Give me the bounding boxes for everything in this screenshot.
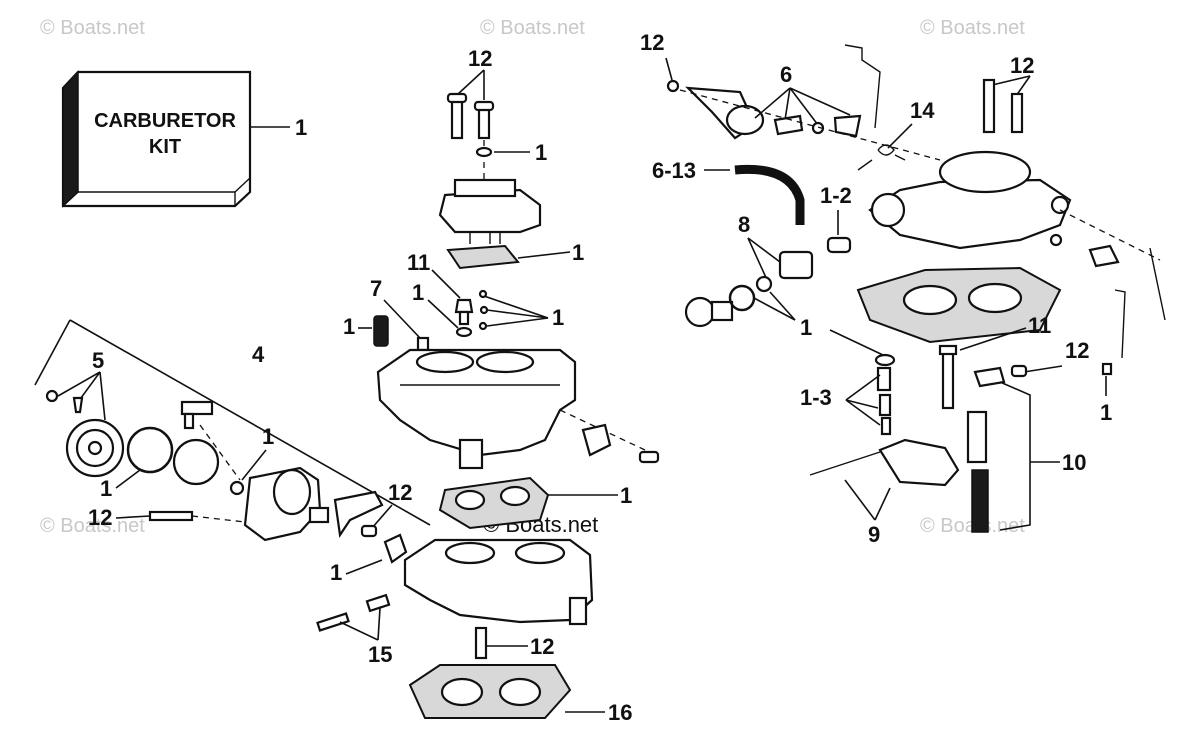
inlet-spring	[826, 236, 852, 254]
kit-label-line2: KIT	[149, 136, 181, 158]
callout-1: 1	[535, 140, 547, 165]
callout-1: 1	[330, 560, 342, 585]
carburetor-main-body	[376, 348, 646, 470]
callout-12: 12	[88, 505, 112, 530]
throttle-body-gasket	[438, 476, 550, 530]
choke-gasket	[126, 426, 174, 474]
callout-4: 4	[252, 342, 265, 367]
callout-1: 1	[412, 280, 424, 305]
throttle-body	[403, 538, 594, 626]
pump-assembly	[966, 410, 989, 533]
callout-9: 9	[868, 522, 880, 547]
choke-lever	[180, 400, 241, 481]
callout-12: 12	[1010, 53, 1034, 78]
callout-12: 12	[530, 634, 554, 659]
watermark: © Boats.net	[40, 17, 145, 39]
callout-1: 1	[100, 476, 112, 501]
fuel-filter	[778, 250, 814, 280]
throttle-lever	[581, 423, 612, 457]
callout-1-3: 1-3	[800, 385, 832, 410]
callout-1: 1	[620, 483, 632, 508]
callout-1: 1	[343, 314, 355, 339]
callout-1: 1	[572, 240, 584, 265]
callout-14: 14	[910, 98, 935, 123]
base-gasket	[408, 664, 572, 719]
carburetor-kit-box: CARBURETOR KIT	[61, 70, 252, 208]
callout-10: 10	[1062, 450, 1086, 475]
choke-housing	[243, 466, 330, 542]
callout-6: 6	[780, 62, 792, 87]
choke-plate	[172, 438, 220, 486]
callout-15: 15	[368, 642, 392, 667]
choke-spring	[857, 144, 906, 171]
callout-1: 1	[262, 424, 274, 449]
callout-7: 7	[370, 276, 382, 301]
callout-12: 12	[1065, 338, 1089, 363]
fuel-inlet-nut	[684, 296, 734, 328]
watermark: © Boats.net	[40, 515, 145, 537]
cover-gasket	[446, 244, 520, 270]
callout-1-2: 1-2	[820, 183, 852, 208]
needle-seat	[454, 298, 474, 326]
callout-11: 11	[1028, 313, 1051, 338]
callout-5: 5	[92, 348, 104, 373]
choke-thermostat-cap	[65, 418, 125, 478]
fast-idle-lever	[333, 490, 384, 539]
base-screw	[474, 626, 488, 660]
callout-8: 8	[738, 212, 750, 237]
pump-spring	[373, 315, 389, 347]
air-horn	[868, 150, 1072, 250]
callout-1: 1	[295, 115, 307, 140]
callout-12: 12	[640, 30, 664, 55]
watermark: © Boats.net	[480, 17, 585, 39]
top-screws	[446, 92, 495, 140]
needle-float	[874, 353, 896, 436]
float-bowl-cover	[438, 178, 542, 244]
kit-label-line1: CARBURETOR	[94, 110, 236, 132]
idle-screws	[316, 593, 391, 632]
callout-12: 12	[468, 46, 492, 71]
callout-1: 1	[800, 315, 812, 340]
pull-off-diaphragm	[685, 86, 765, 140]
fuel-hose	[734, 164, 805, 225]
callout-11: 11	[407, 250, 430, 275]
callout-16: 16	[608, 700, 632, 725]
float	[809, 438, 960, 487]
screw	[638, 450, 660, 464]
air-horn-gasket	[856, 266, 1062, 344]
watermark: © Boats.net	[920, 17, 1025, 39]
callout-1: 1	[552, 305, 564, 330]
callout-6-13: 6-13	[652, 158, 696, 183]
power-piston	[938, 344, 958, 410]
gasket-washer	[475, 146, 493, 158]
callout-1: 1	[1100, 400, 1112, 425]
callout-12: 12	[388, 480, 412, 505]
pump-jet	[416, 336, 430, 352]
